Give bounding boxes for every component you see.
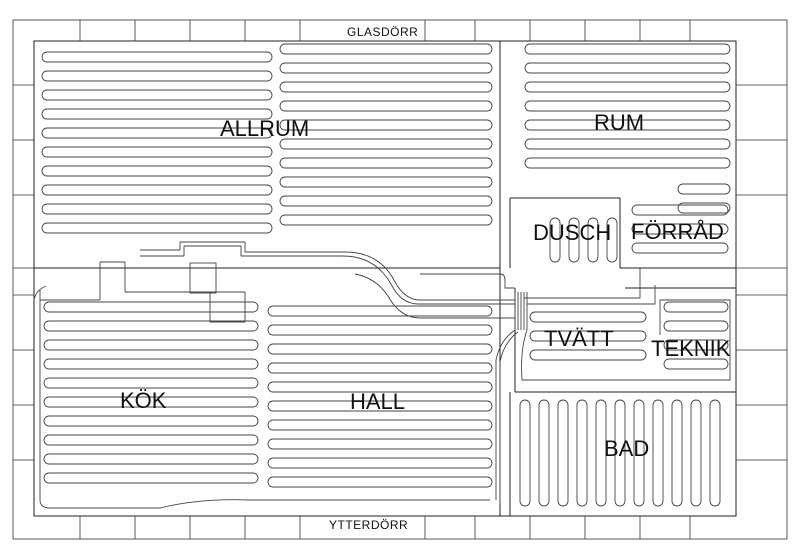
room-label-teknik: TEKNIK bbox=[651, 336, 731, 361]
room-label-tvatt: TVÄTT bbox=[544, 326, 614, 351]
loop-rum-small bbox=[677, 183, 731, 214]
manifold-lines bbox=[33, 241, 731, 509]
loop-forrad bbox=[631, 204, 729, 254]
loop-tvatt bbox=[529, 311, 647, 361]
room-label-forrad: FÖRRÅD bbox=[631, 219, 724, 244]
loop-hall bbox=[267, 305, 493, 488]
heating-pipes bbox=[41, 43, 731, 507]
room-label-hall: HALL bbox=[350, 389, 406, 414]
loop-bad bbox=[519, 399, 721, 507]
loop-allrum-right bbox=[279, 43, 493, 226]
room-label-dusch: DUSCH bbox=[533, 220, 612, 245]
glass-door-label: GLASDÖRR bbox=[344, 26, 422, 38]
front-door-label: YTTERDÖRR bbox=[326, 519, 412, 531]
room-label-rum: RUM bbox=[594, 110, 645, 135]
loop-rum bbox=[524, 43, 731, 169]
room-label-allrum: ALLRUM bbox=[220, 116, 310, 141]
loop-allrum-left bbox=[41, 51, 273, 234]
loop-teknik bbox=[663, 301, 729, 370]
loop-dusch bbox=[549, 217, 618, 263]
outer-frame bbox=[12, 19, 788, 540]
room-label-bad: BAD bbox=[604, 436, 650, 461]
loop-kok bbox=[43, 301, 259, 484]
room-label-kok: KÖK bbox=[120, 388, 167, 413]
interior-walls bbox=[34, 41, 736, 516]
